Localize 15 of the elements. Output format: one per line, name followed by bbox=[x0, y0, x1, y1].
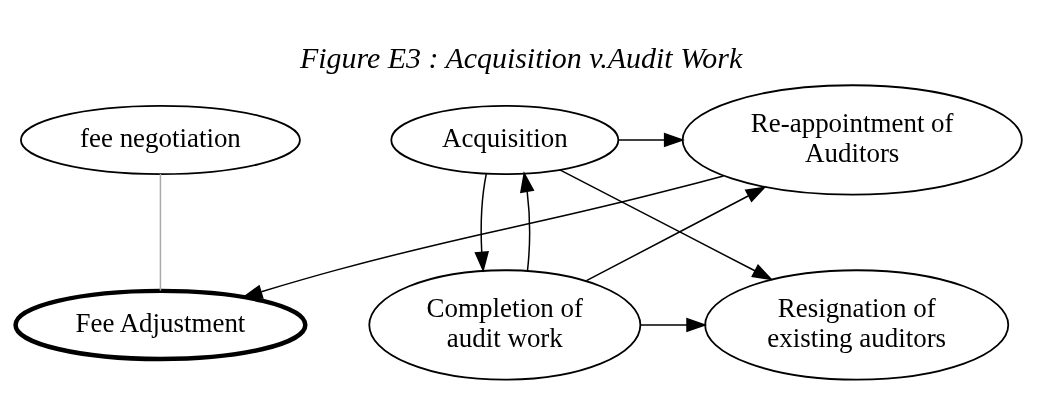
arrow bbox=[558, 168, 774, 281]
diagram-title: Figure E3 : Acquisition v.Audit Work bbox=[299, 41, 743, 75]
arrow bbox=[640, 317, 708, 333]
arrow bbox=[585, 186, 767, 282]
arrow bbox=[519, 171, 535, 272]
arrow bbox=[474, 172, 490, 273]
arrow bbox=[241, 175, 725, 299]
node-ellipse: Completion of audit work bbox=[368, 269, 642, 381]
node-ellipse: Acquisition bbox=[390, 105, 620, 175]
node-ellipse: Resignation of existing auditors bbox=[704, 269, 1010, 381]
node-ellipse: fee negotiation bbox=[20, 105, 301, 175]
node-ellipse: Fee Adjustment bbox=[13, 288, 308, 362]
arrow bbox=[617, 132, 685, 148]
node-ellipse: Re-appointment of Auditors bbox=[681, 84, 1023, 196]
connector bbox=[159, 173, 162, 292]
